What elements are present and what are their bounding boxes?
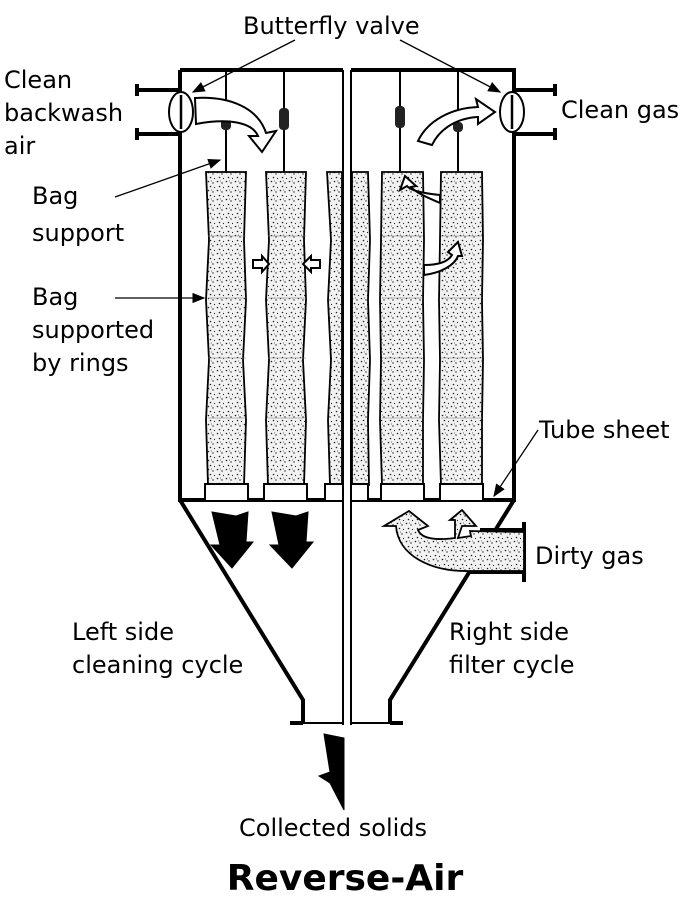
gas-flow-arrow [398,174,441,205]
dust-fall-arrow [209,511,255,569]
filter-bags [205,171,484,486]
collapse-arrow-icon [252,253,271,275]
spring-icon [453,122,463,132]
spring-icon [279,108,289,130]
collected-solids-arrow [317,733,345,811]
clean-backwash-air-duct [135,84,180,140]
collected-solids-label: Collected solids [239,814,427,842]
butterfly-valve-label: Butterfly valve [243,12,420,40]
dust-fall-arrow [268,511,315,569]
bag-support-label: Bag support [32,182,124,247]
gas-flow-arrow [423,240,464,277]
spring-icon [395,106,405,128]
collapse-arrow-icon [301,253,321,275]
filter-bag [438,171,484,486]
dirty-gas-flow-arrow [380,508,525,572]
left-side-cycle-label: Left side cleaning cycle [72,618,243,679]
tube-sheet [204,483,484,502]
diagram-title: Reverse-Air [227,858,464,899]
clean-gas-flow-arrow [416,96,497,147]
bag-supported-by-rings-label: Bag supported by rings [32,283,162,377]
leader-lines [114,39,539,498]
backwash-flow-arrow [193,96,279,154]
filter-bag [351,171,371,486]
dirty-gas-label: Dirty gas [535,542,644,570]
clean-gas-duct [514,84,557,140]
clean-backwash-air-label: Clean backwash air [4,66,131,160]
butterfly-valve-left [168,91,194,133]
clean-gas-label: Clean gas [561,96,679,124]
butterfly-valve-right [499,91,525,133]
filter-bag [326,171,343,486]
filter-bag [205,171,247,486]
right-side-cycle-label: Right side filter cycle [449,618,577,679]
tube-sheet-label: Tube sheet [538,416,670,444]
filter-bag [379,171,425,486]
filter-bag [265,171,307,486]
hopper-left-wall [178,498,305,722]
